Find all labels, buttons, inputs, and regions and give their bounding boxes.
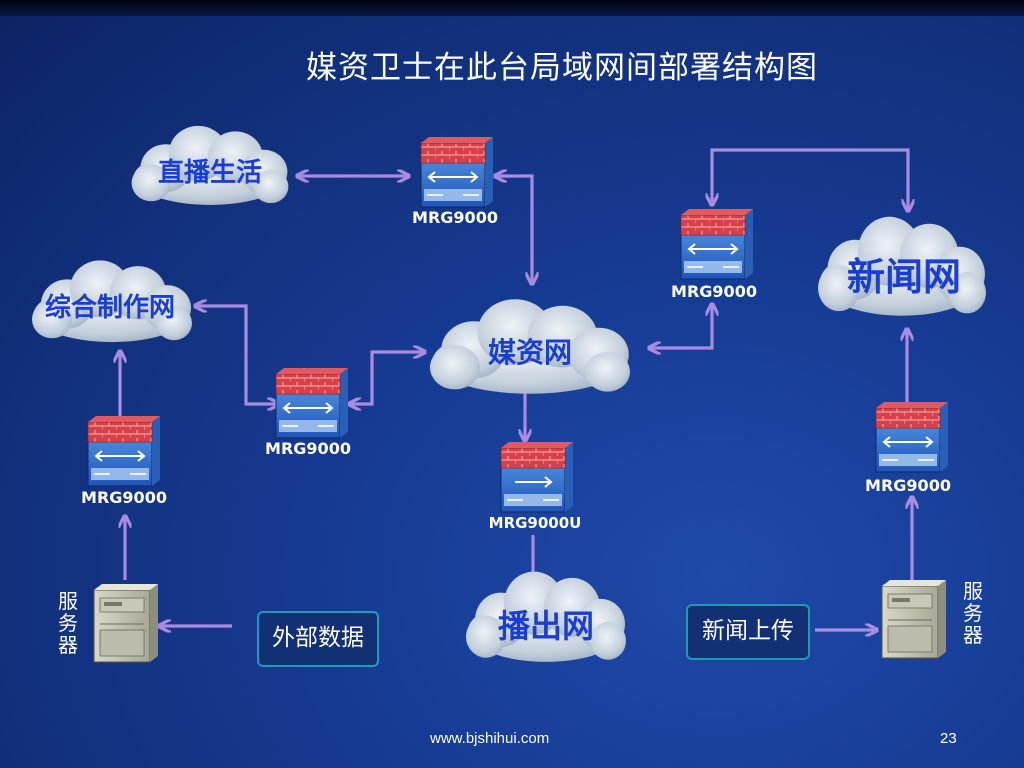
- news-upload-box: 新闻上传: [686, 604, 810, 660]
- arrow-meizi-d4: [650, 305, 712, 348]
- device-4-label: MRG9000: [671, 282, 757, 301]
- footer-url: www.bjshihui.com: [430, 730, 550, 747]
- connection-arrows: [120, 148, 912, 630]
- server-left: [93, 583, 159, 663]
- slide-title: 媒资卫士在此台局域网间部署结构图: [306, 50, 818, 86]
- cloud-meizi-label: 媒资网: [488, 336, 572, 369]
- top-band: [0, 0, 1024, 16]
- firewall-device-1: [420, 136, 494, 208]
- device-2-label: MRG9000: [265, 439, 351, 458]
- cloud-bochu-label: 播出网: [498, 607, 594, 645]
- server-right-label: 服务器: [963, 579, 983, 647]
- page-number: 23: [940, 730, 957, 747]
- arrow-zonghe-d2: [196, 306, 278, 404]
- firewall-device-5: [500, 441, 574, 513]
- arrow-d2-meizi: [350, 352, 424, 404]
- external-data-box: 外部数据: [257, 611, 379, 667]
- server-right: [881, 579, 947, 659]
- firewall-device-6: [875, 401, 949, 473]
- cloud-xinwen-label: 新闻网: [847, 255, 961, 299]
- device-6-label: MRG9000: [865, 476, 951, 495]
- firewall-device-2: [275, 367, 349, 439]
- firewall-device-4: [680, 208, 754, 280]
- firewall-device-3: [87, 415, 161, 487]
- device-1-label: MRG9000: [412, 208, 498, 227]
- cloud-zhibo-label: 直播生活: [158, 158, 262, 188]
- cloud-zonghe-label: 综合制作网: [45, 292, 175, 323]
- device-5-label: MRG9000U: [489, 514, 582, 532]
- server-left-label: 服务器: [58, 589, 78, 657]
- arrow-d4-xinwen: [712, 148, 908, 210]
- arrow-d1-meizi: [496, 176, 532, 283]
- device-3-label: MRG9000: [81, 488, 167, 507]
